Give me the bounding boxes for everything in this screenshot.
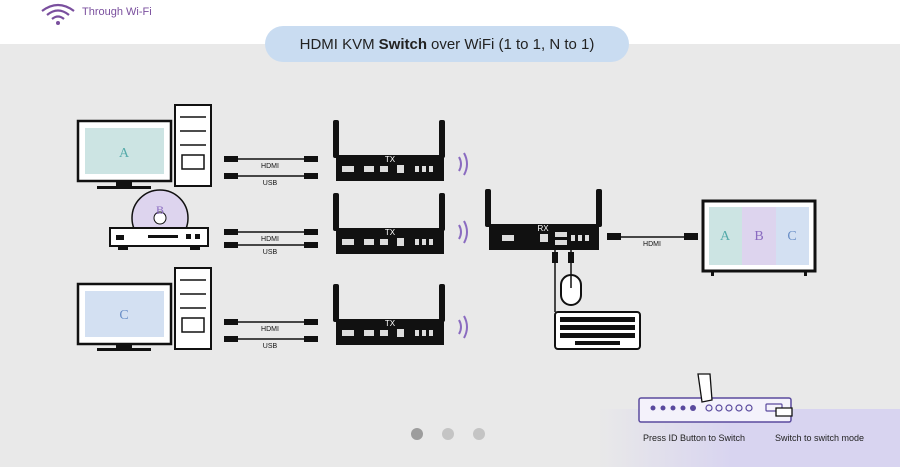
panel-a bbox=[709, 207, 742, 265]
caption-switch-mode: Switch to switch mode bbox=[775, 433, 865, 443]
monitor-a-neck bbox=[116, 181, 132, 187]
id-buttons bbox=[705, 404, 753, 412]
title-prefix: HDMI KVM bbox=[299, 35, 375, 53]
mouse bbox=[560, 274, 582, 306]
pointing-hand-icon bbox=[697, 373, 713, 403]
tx-c-label: TX bbox=[385, 319, 396, 328]
tv-display: A B C bbox=[701, 199, 817, 276]
tx-b-label: TX bbox=[385, 228, 396, 237]
panel-c-label: C bbox=[787, 229, 796, 244]
source-c: C bbox=[76, 267, 212, 351]
tx-unit-a: TX bbox=[333, 120, 468, 181]
source-b: B bbox=[109, 189, 209, 250]
pagination-dot-2[interactable] bbox=[442, 428, 454, 440]
output-hdmi-label: HDMI bbox=[643, 241, 661, 248]
cable-a-usb: USB bbox=[263, 180, 278, 187]
caption-press-id: Press ID Button to Switch bbox=[643, 433, 746, 443]
monitor-a-base bbox=[97, 186, 151, 189]
front-panel-leds bbox=[650, 405, 696, 411]
kvm-diagram: A B C HDMI bbox=[76, 104, 817, 351]
screen-c bbox=[85, 291, 164, 337]
tx-unit-c: TX bbox=[333, 284, 468, 345]
front-panel-illustration bbox=[638, 373, 793, 423]
pagination-dot-3[interactable] bbox=[473, 428, 485, 440]
tx-unit-b: TX bbox=[333, 193, 468, 254]
title-bold: Switch bbox=[378, 35, 427, 53]
panel-b bbox=[742, 207, 776, 265]
carousel-pagination bbox=[411, 428, 485, 440]
keyboard bbox=[554, 311, 641, 350]
panel-c bbox=[776, 207, 809, 265]
cable-c-hdmi: HDMI bbox=[261, 326, 279, 333]
rx-unit: RX bbox=[485, 189, 602, 312]
output-cable: HDMI bbox=[607, 233, 698, 248]
brand-label: Through Wi-Fi bbox=[82, 6, 152, 18]
screen-c-label: C bbox=[119, 308, 128, 323]
screen-a-label: A bbox=[119, 146, 130, 161]
wifi-icon bbox=[41, 3, 75, 25]
tx-a-label: TX bbox=[385, 155, 396, 164]
switch-hand-icon bbox=[775, 407, 793, 417]
rx-label: RX bbox=[537, 224, 549, 233]
source-a: A bbox=[76, 104, 212, 189]
panel-b-label: B bbox=[754, 229, 763, 244]
panel-a-label: A bbox=[720, 229, 731, 244]
pagination-dot-1[interactable] bbox=[411, 428, 423, 440]
cable-c-usb: USB bbox=[263, 343, 278, 350]
screen-a bbox=[85, 128, 164, 174]
cable-b-usb: USB bbox=[263, 249, 278, 256]
disc-b-label: B bbox=[156, 203, 164, 217]
cables-a: HDMI USB bbox=[224, 156, 318, 187]
title-suffix: over WiFi (1 to 1, N to 1) bbox=[430, 35, 595, 53]
page-title: HDMI KVM Switch over WiFi (1 to 1, N to … bbox=[265, 26, 629, 62]
cable-a-hdmi: HDMI bbox=[261, 163, 279, 170]
cables-b: HDMI USB bbox=[224, 229, 318, 256]
cables-c: HDMI USB bbox=[224, 319, 318, 350]
cable-b-hdmi: HDMI bbox=[261, 236, 279, 243]
